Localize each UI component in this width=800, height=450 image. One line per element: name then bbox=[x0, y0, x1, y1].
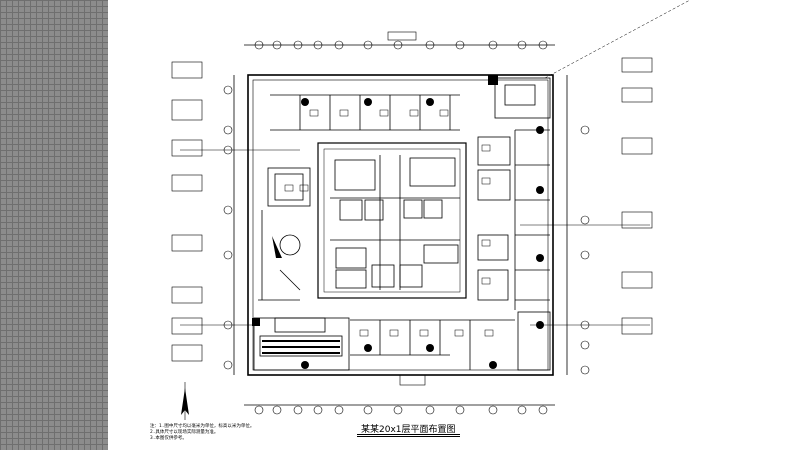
north-arrow-icon bbox=[181, 382, 189, 420]
title-underline bbox=[357, 434, 460, 435]
drawing-canvas[interactable]: 注：1.图中尺寸均以毫米为单位，标高以米为单位。 2.具体尺寸以现场实际测量为准… bbox=[108, 0, 800, 450]
note-line: 2.具体尺寸以现场实际测量为准。 bbox=[150, 430, 219, 435]
viewer-sidebar bbox=[0, 0, 108, 450]
title-underline bbox=[357, 436, 460, 437]
note-line: 3.本图仅供参考。 bbox=[150, 436, 187, 441]
drawing-notes: 注：1.图中尺寸均以毫米为单位，标高以米为单位。 2.具体尺寸以现场实际测量为准… bbox=[150, 424, 260, 442]
drawing-title: 某某20x1层平面布置图 bbox=[361, 425, 456, 435]
drawing-title-block: 某某20x1层平面布置图 bbox=[357, 422, 460, 437]
floor-plan-drawing bbox=[171, 0, 691, 420]
note-line: 注：1.图中尺寸均以毫米为单位，标高以米为单位。 bbox=[150, 424, 255, 429]
